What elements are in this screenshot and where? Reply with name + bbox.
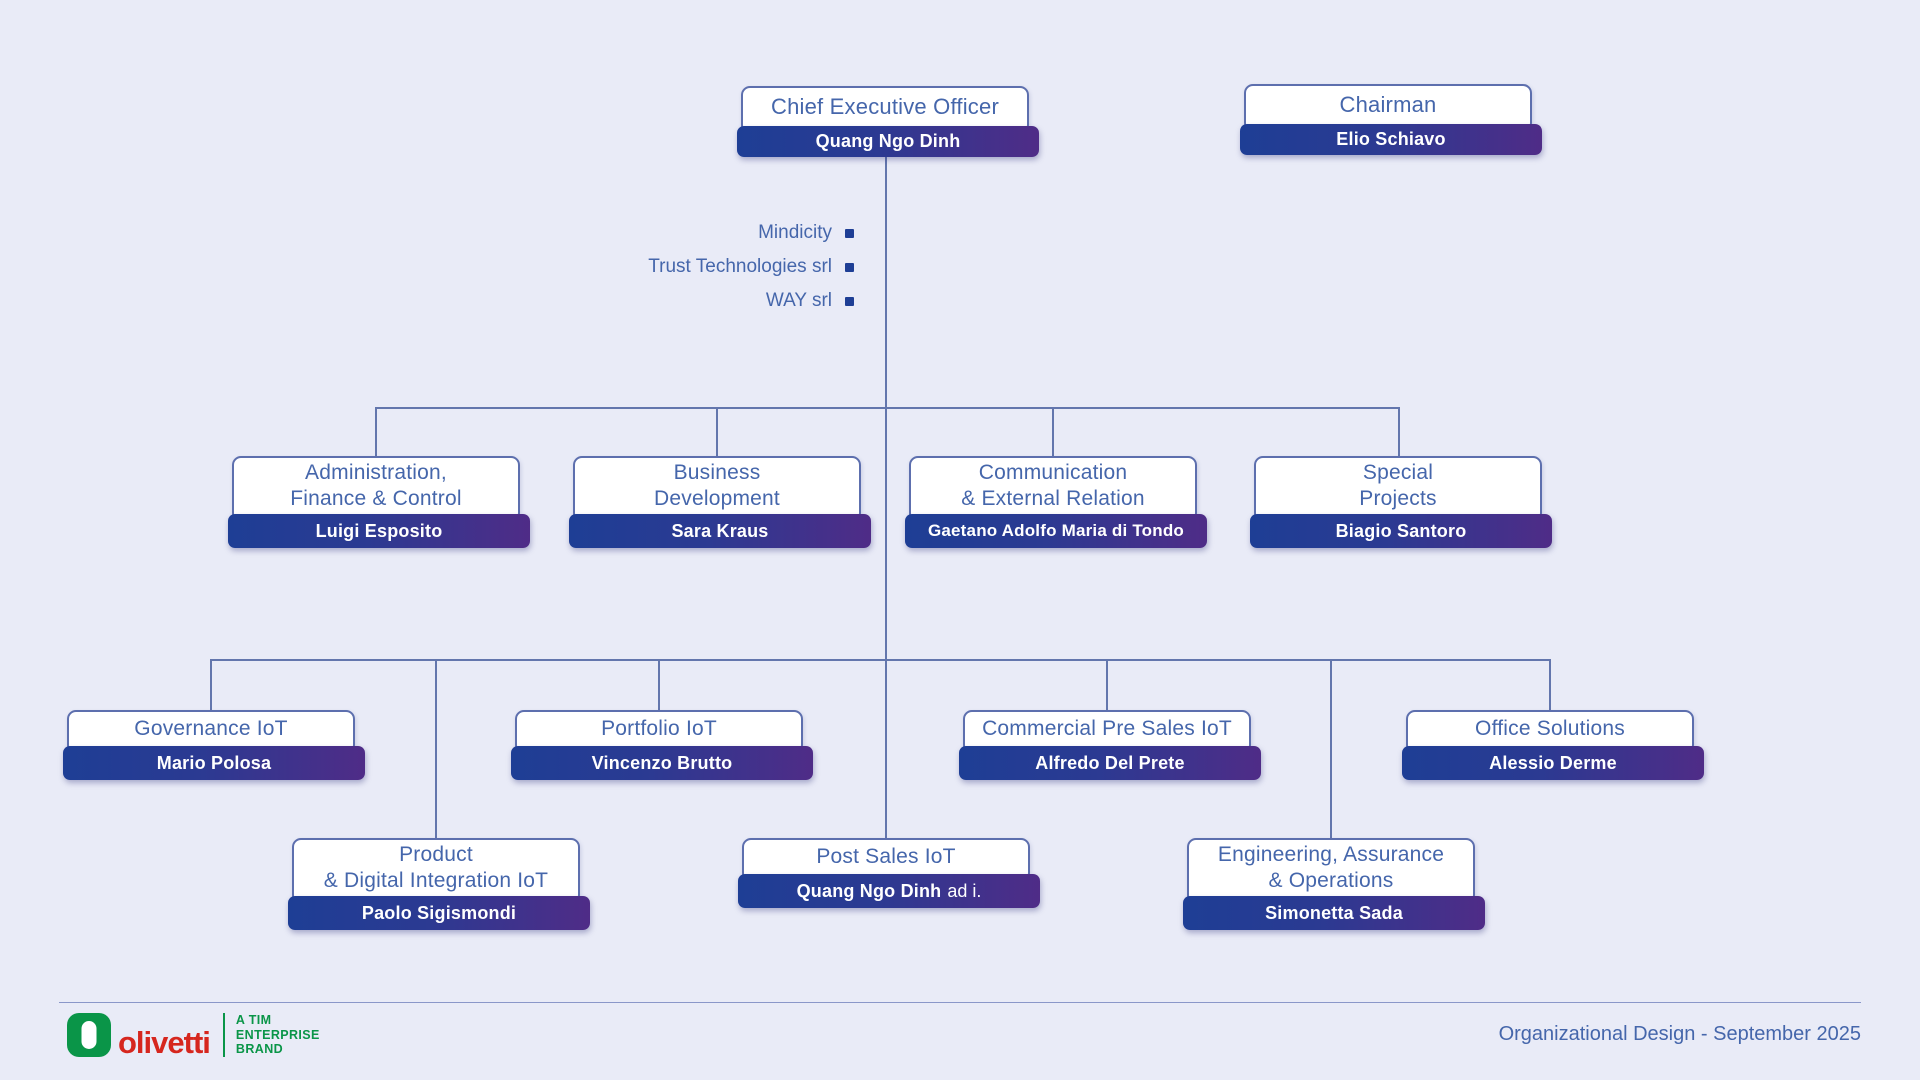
role-title: Communication& External Relation [961, 461, 1145, 510]
role-title: Commercial Pre Sales IoT [982, 717, 1232, 740]
manager-name-band: Quang Ngo Dinh [737, 126, 1039, 157]
role-title-box: Administration,Finance & Control [232, 456, 520, 522]
role-title: Governance IoT [134, 717, 288, 740]
olivetti-logo: olivetti A TIM ENTERPRISE BRAND [67, 1012, 320, 1058]
connector-stub-product [435, 659, 437, 838]
subsidiary-item: Trust Technologies srl [480, 250, 854, 284]
role-title: Portfolio IoT [601, 717, 717, 740]
manager-name-band: Simonetta Sada [1183, 896, 1485, 930]
logo-divider [222, 1013, 225, 1057]
manager-name: Sara Kraus [671, 520, 769, 541]
role-title: Administration,Finance & Control [290, 461, 462, 510]
role-title: Product& Digital Integration IoT [323, 843, 549, 892]
orgbox-post-sales-iot: Post Sales IoT Quang Ngo Dinh ad i. [738, 838, 1040, 908]
orgbox-office-solutions: Office Solutions Alessio Derme [1402, 710, 1704, 780]
role-title: Post Sales IoT [816, 845, 956, 868]
manager-name: Biagio Santoro [1335, 520, 1467, 541]
olivetti-logo-icon [67, 1013, 111, 1057]
manager-name: Gaetano Adolfo Maria di Tondo [927, 521, 1185, 540]
role-title-box: Product& Digital Integration IoT [292, 838, 580, 904]
orgbox-engineering-assurance-operations: Engineering, Assurance& Operations Simon… [1183, 838, 1485, 930]
manager-name: Paolo Sigismondi [361, 902, 517, 923]
connector-stub-business-development [716, 407, 718, 456]
manager-name-band: Mario Polosa [63, 746, 365, 780]
orgbox-chairman: Chairman Elio Schiavo [1240, 84, 1542, 155]
subsidiary-item: Mindicity [480, 216, 854, 250]
role-title: Chairman [1339, 92, 1437, 117]
role-title: Engineering, Assurance& Operations [1217, 843, 1445, 892]
manager-name-band: Gaetano Adolfo Maria di Tondo [905, 514, 1207, 548]
manager-name-band: Elio Schiavo [1240, 124, 1542, 155]
manager-name-band: Sara Kraus [569, 514, 871, 548]
connector-stub-office-solutions [1549, 659, 1551, 710]
orgbox-product-digital-integration-iot: Product& Digital Integration IoT Paolo S… [288, 838, 590, 930]
orgbox-commercial-pre-sales-iot: Commercial Pre Sales IoT Alfredo Del Pre… [959, 710, 1261, 780]
document-caption: Organizational Design - September 2025 [1498, 1023, 1861, 1045]
connector-stub-engineering [1330, 659, 1332, 838]
manager-name: Vincenzo Brutto [591, 752, 733, 773]
manager-name-suffix: ad i. [947, 880, 982, 901]
orgbox-governance-iot: Governance IoT Mario Polosa [63, 710, 365, 780]
manager-name-band: Luigi Esposito [228, 514, 530, 548]
manager-name: Alessio Derme [1489, 752, 1617, 773]
square-bullet-icon [845, 228, 854, 238]
manager-name: Alfredo Del Prete [1035, 752, 1185, 773]
manager-name: Mario Polosa [156, 752, 272, 773]
connector-horizontal-level2 [376, 407, 1400, 409]
subsidiary-label: Mindicity [758, 222, 832, 243]
subsidiary-list: Mindicity Trust Technologies srl WAY srl [480, 216, 854, 318]
connector-horizontal-level3 [211, 659, 1551, 661]
orgbox-ceo: Chief Executive Officer Quang Ngo Dinh [737, 86, 1039, 157]
manager-name-band: Paolo Sigismondi [288, 896, 590, 930]
connector-stub-presales [1106, 659, 1108, 710]
manager-name-band: Alfredo Del Prete [959, 746, 1261, 780]
manager-name: Luigi Esposito [315, 520, 443, 541]
manager-name-band: Biagio Santoro [1250, 514, 1552, 548]
manager-name: Elio Schiavo [1336, 129, 1446, 149]
square-bullet-icon [845, 296, 854, 306]
connector-stub-administration [375, 407, 377, 456]
orgbox-administration-finance-control: Administration,Finance & Control Luigi E… [228, 456, 530, 548]
manager-name: Quang Ngo Dinh [796, 880, 942, 901]
olivetti-logo-slot [81, 1021, 97, 1049]
subsidiary-label: WAY srl [765, 290, 832, 311]
role-title: Chief Executive Officer [771, 94, 999, 119]
manager-name: Quang Ngo Dinh [815, 131, 961, 151]
manager-name-band: Vincenzo Brutto [511, 746, 813, 780]
square-bullet-icon [845, 262, 854, 272]
connector-stub-special-projects [1398, 407, 1400, 456]
footer-divider [59, 1002, 1861, 1003]
manager-name-band: Quang Ngo Dinh ad i. [738, 874, 1040, 908]
manager-name-band: Alessio Derme [1402, 746, 1704, 780]
tim-brand-tagline: A TIM ENTERPRISE BRAND [235, 1013, 320, 1057]
manager-name: Simonetta Sada [1265, 902, 1403, 923]
orgbox-communication-external-relation: Communication& External Relation Gaetano… [905, 456, 1207, 548]
connector-stub-communication [1052, 407, 1054, 456]
role-title-box: Communication& External Relation [909, 456, 1197, 522]
connector-stub-portfolio [658, 659, 660, 710]
connector-stub-governance [210, 659, 212, 710]
role-title-box: Engineering, Assurance& Operations [1187, 838, 1475, 904]
olivetti-wordmark: olivetti [118, 1025, 211, 1060]
subsidiary-label: Trust Technologies srl [648, 256, 832, 277]
role-title: Office Solutions [1475, 717, 1625, 740]
orgbox-portfolio-iot: Portfolio IoT Vincenzo Brutto [511, 710, 813, 780]
subsidiary-item: WAY srl [480, 284, 854, 318]
connector-vertical-main [885, 157, 887, 838]
